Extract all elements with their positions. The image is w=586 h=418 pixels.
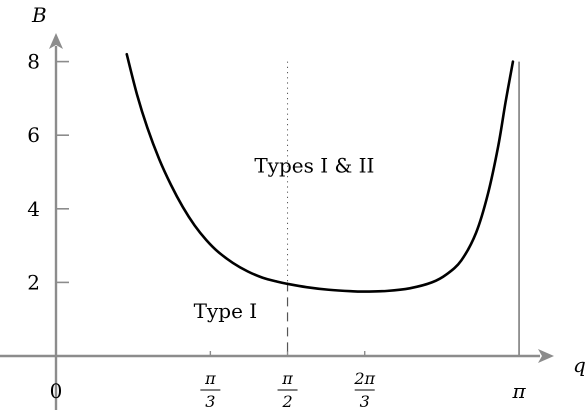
y-axis-label: B — [31, 3, 47, 27]
y-tick-label: 2 — [27, 270, 40, 294]
x-tick-label-denominator: 3 — [205, 392, 215, 411]
y-tick-label: 4 — [27, 197, 40, 221]
x-tick-label-numerator: 2π — [353, 369, 375, 388]
x-tick-label-denominator: 3 — [360, 392, 370, 411]
region-label: Type I — [194, 299, 258, 323]
y-tick-label: 8 — [27, 50, 40, 74]
x-tick-label: 0 — [50, 379, 63, 403]
region-label: Types I & II — [254, 154, 374, 178]
y-tick-label: 6 — [27, 123, 40, 147]
x-tick-label-denominator: 2 — [281, 392, 292, 411]
x-tick-label: π — [511, 379, 526, 403]
y-axis-arrow — [49, 33, 63, 49]
x-tick-label-numerator: π — [281, 369, 293, 388]
x-tick-label-numerator: π — [204, 369, 216, 388]
series-line — [125, 52, 515, 293]
x-axis-label: q — [573, 353, 586, 377]
x-axis-arrow — [538, 349, 554, 363]
